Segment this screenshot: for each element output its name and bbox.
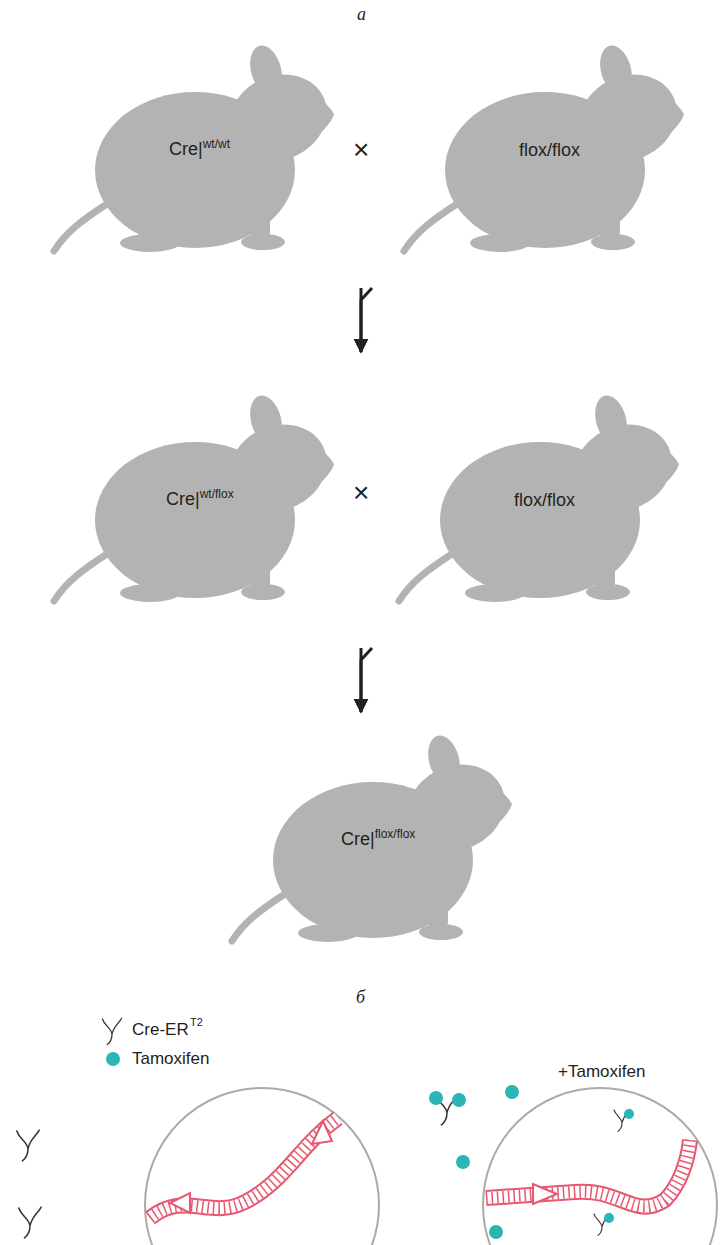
cre-symbol [17, 1130, 39, 1161]
mouse-node: Cre|flox/flox [228, 712, 513, 972]
genotype-text: flox/flox [519, 140, 580, 160]
panel-letter: б [356, 987, 365, 1008]
condition-label: +Tamoxifen [558, 1062, 645, 1082]
genotype-label: Cre|flox/flox [341, 828, 415, 852]
cross-arrow [361, 288, 372, 352]
genotype-text: Cre| [341, 829, 375, 849]
genotype-label: flox/flox [514, 489, 575, 511]
legend-text: Tamoxifen [132, 1049, 209, 1069]
cell-outline [483, 1088, 717, 1245]
cross-symbol: × [353, 478, 369, 508]
legend-text: Cre-ER [132, 1020, 189, 1040]
panel-letter: a [357, 4, 366, 25]
genotype-text: Cre| [166, 489, 200, 509]
genotype-superscript: wt/flox [200, 487, 234, 501]
genotype-text: flox/flox [514, 490, 575, 510]
genotype-label: flox/flox [519, 139, 580, 161]
bound-cre [429, 1091, 466, 1125]
genotype-superscript: flox/flox [375, 827, 416, 841]
genotype-label: Cre|wt/flox [166, 488, 234, 512]
tamoxifen-dot [106, 1052, 120, 1066]
mouse-node: flox/flox [372, 30, 702, 288]
cell-outline [145, 1088, 379, 1245]
cross-arrow [361, 648, 372, 712]
cre-symbol [19, 1207, 41, 1238]
mouse-node: Cre|wt/wt [45, 30, 370, 288]
genotype-text: Cre| [169, 139, 203, 159]
bound-cre [594, 1213, 614, 1235]
dna-ribbon [150, 1118, 338, 1218]
dna-ribbon [486, 1140, 690, 1207]
cre-symbol [102, 1018, 121, 1044]
bound-cre [614, 1109, 634, 1131]
genotype-superscript: wt/wt [203, 137, 230, 151]
superscript: T2 [190, 1016, 203, 1028]
tamoxifen-dots [456, 1085, 519, 1239]
mouse-node: Cre|wt/flox [45, 352, 370, 648]
genotype-label: Cre|wt/wt [169, 138, 230, 162]
cross-symbol: × [353, 135, 369, 165]
mouse-node: flox/flox [372, 352, 702, 648]
